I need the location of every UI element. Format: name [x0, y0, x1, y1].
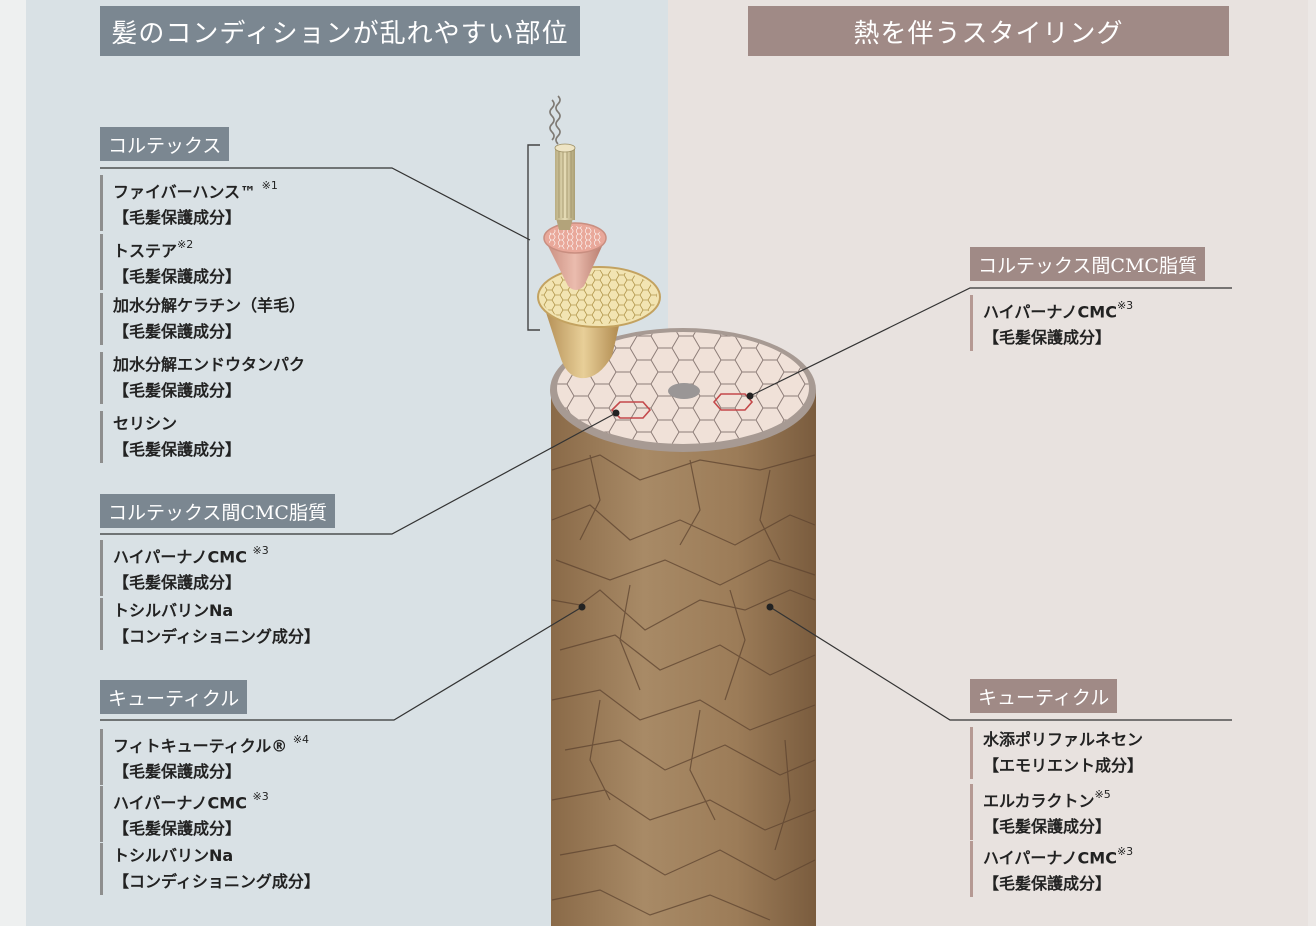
footnote-mark: ※4: [292, 733, 310, 746]
ingredient-role: 【毛髪保護成分】: [113, 762, 242, 782]
ingredient-item: トステア※2 【毛髪保護成分】: [100, 234, 242, 291]
banner-right: 熱を伴うスタイリング: [748, 6, 1229, 56]
ingredient-name: ハイパーナノCMC: [983, 302, 1117, 322]
ingredient-item: トシルバリンNa 【コンディショニング成分】: [100, 598, 320, 650]
footnote-mark: ※3: [252, 790, 269, 803]
ingredient-name: ハイパーナノCMC: [983, 848, 1117, 868]
microfibril-rod: [549, 95, 576, 230]
ingredient-item: 水添ポリファルネセン 【エモリエント成分】: [970, 727, 1143, 779]
ingredient-role: 【毛髪保護成分】: [113, 440, 242, 459]
hair-cross-section: [550, 328, 816, 452]
ingredient-name: ファイバーハンス™: [113, 182, 257, 202]
ingredient-item: 加水分解エンドウタンパク 【毛髪保護成分】: [100, 352, 305, 404]
ingredient-name: フィトキューティクル®: [113, 736, 288, 756]
banner-left: 髪のコンディションが乱れやすい部位: [100, 6, 580, 56]
ingredient-name: トシルバリンNa: [113, 601, 234, 620]
footnote-mark: ※5: [1094, 788, 1111, 801]
ingredient-role: 【毛髪保護成分】: [983, 328, 1112, 348]
ingredient-role: 【コンディショニング成分】: [113, 872, 320, 891]
ingredient-role: 【毛髪保護成分】: [113, 322, 242, 341]
cortex-bracket: [527, 144, 540, 331]
ingredient-item: ハイパーナノCMC ※3 【毛髪保護成分】: [100, 786, 269, 843]
tag-cmc-right: コルテックス間CMC脂質: [970, 247, 1205, 281]
ingredient-item: フィトキューティクル® ※4 【毛髪保護成分】: [100, 729, 310, 786]
ingredient-name: エルカラクトン: [983, 791, 1095, 811]
ingredient-name: 加水分解エンドウタンパク: [113, 355, 306, 374]
ingredient-role: 【毛髪保護成分】: [983, 817, 1112, 837]
right-edge: [1308, 0, 1316, 926]
ingredient-name: 水添ポリファルネセン: [983, 730, 1144, 749]
ingredient-role: 【毛髪保護成分】: [113, 381, 242, 400]
tag-cmc-left: コルテックス間CMC脂質: [100, 494, 335, 528]
ingredient-item: ハイパーナノCMC※3 【毛髪保護成分】: [970, 295, 1134, 352]
ingredient-role: 【エモリエント成分】: [983, 756, 1144, 775]
hair-shaft: [551, 390, 816, 926]
leader-lines: [100, 167, 1232, 721]
ingredient-item: ファイバーハンス™ ※1 【毛髪保護成分】: [100, 175, 278, 232]
ingredient-name: 加水分解ケラチン（羊毛）: [113, 296, 306, 315]
tag-cuticle-right: キューティクル: [970, 679, 1118, 713]
tag-cortex-left: コルテックス: [100, 127, 230, 161]
ingredient-role: 【毛髪保護成分】: [113, 267, 242, 287]
footnote-mark: ※3: [1116, 299, 1134, 312]
footnote-mark: ※1: [261, 179, 278, 192]
ingredient-name: ハイパーナノCMC: [113, 793, 247, 813]
cuticle-cracks: [551, 454, 816, 921]
ingredient-item: エルカラクトン※5 【毛髪保護成分】: [970, 784, 1112, 841]
protein-strand: [549, 95, 561, 145]
footnote-mark: ※3: [1116, 845, 1134, 858]
footnote-mark: ※3: [252, 544, 269, 557]
macrofibril-funnel: [543, 222, 607, 290]
footnote-mark: ※2: [177, 238, 194, 251]
tag-cuticle-left: キューティクル: [100, 680, 248, 714]
leader-dots: [578, 392, 774, 611]
cortex-funnel: [537, 266, 661, 379]
ingredient-role: 【毛髪保護成分】: [983, 874, 1112, 894]
ingredient-item: セリシン 【毛髪保護成分】: [100, 411, 241, 463]
ingredient-name: トシルバリンNa: [113, 846, 234, 865]
ingredient-item: ハイパーナノCMC ※3 【毛髪保護成分】: [100, 540, 269, 597]
ingredient-item: ハイパーナノCMC※3 【毛髪保護成分】: [970, 841, 1134, 898]
ingredient-item: 加水分解ケラチン（羊毛） 【毛髪保護成分】: [100, 293, 305, 345]
ingredient-name: セリシン: [113, 414, 178, 433]
ingredient-item: トシルバリンNa 【コンディショニング成分】: [100, 843, 320, 895]
ingredient-name: トステア: [113, 241, 178, 261]
ingredient-role: 【毛髪保護成分】: [113, 819, 242, 839]
ingredient-name: ハイパーナノCMC: [113, 547, 247, 567]
ingredient-role: 【毛髪保護成分】: [113, 208, 242, 228]
ingredient-role: 【毛髪保護成分】: [113, 573, 242, 593]
ingredient-role: 【コンディショニング成分】: [113, 627, 320, 646]
